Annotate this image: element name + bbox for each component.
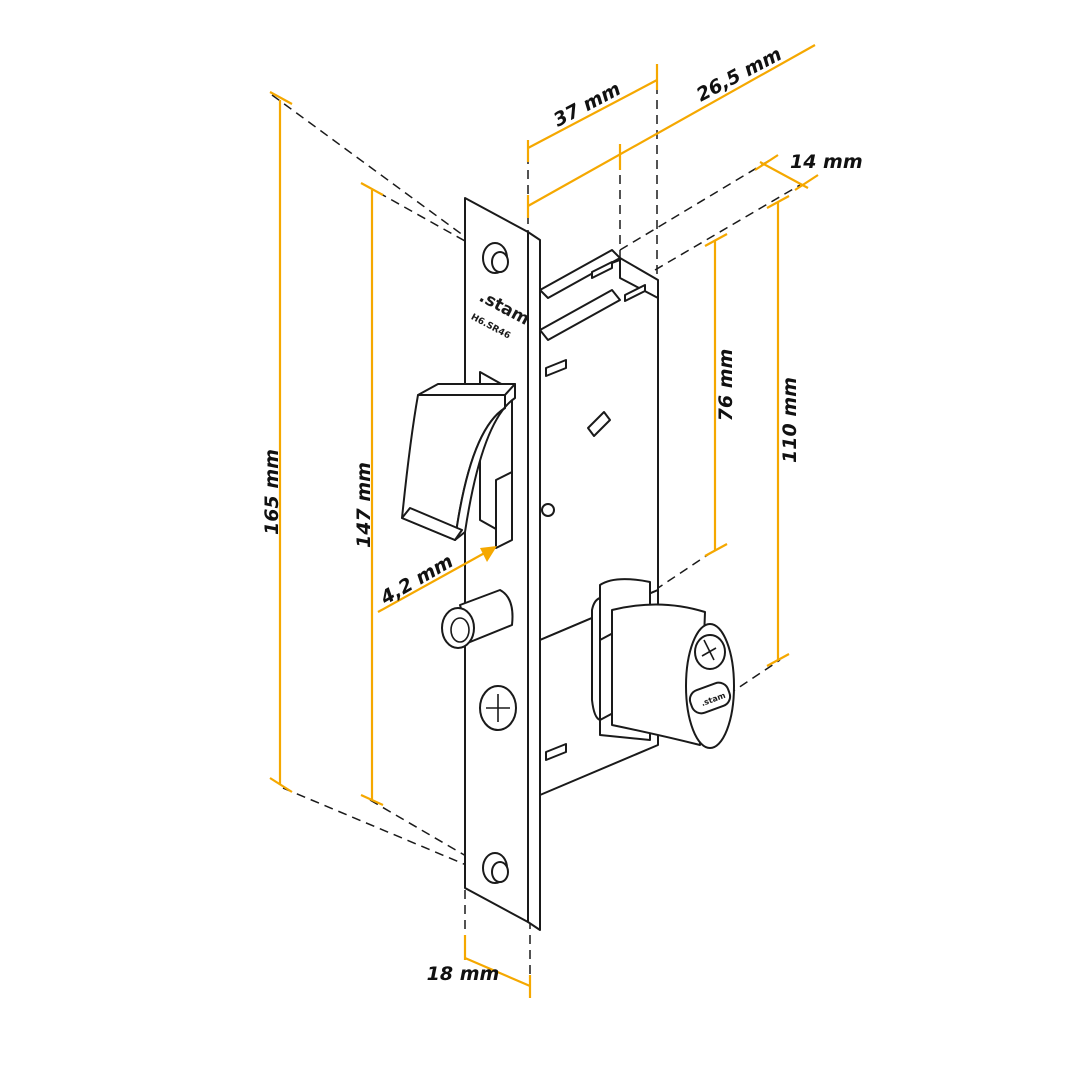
case-slot-4 <box>587 411 611 437</box>
fixing-screw <box>479 685 517 731</box>
case-pin <box>541 503 555 517</box>
case-side-flange <box>619 257 659 299</box>
faceplate: .stam H6.SR46 <box>464 197 541 931</box>
case-top-flange-2 <box>539 289 621 341</box>
case-slot-2 <box>624 284 646 302</box>
euro-cylinder: .stam <box>591 578 735 749</box>
screw-slot-icon <box>486 694 510 722</box>
hook-latch <box>401 383 516 549</box>
hook-latch-tip <box>401 507 463 541</box>
screw-hole-top-inner <box>491 251 509 273</box>
key-slot-icon <box>701 639 717 661</box>
screw-hole-bottom-inner <box>491 861 509 883</box>
case-slot-1 <box>591 261 613 279</box>
faceplate-edge <box>527 231 541 931</box>
dim-label-147: 147 mm <box>353 462 375 548</box>
latch-tongue <box>495 471 513 549</box>
aux-plunger <box>441 589 514 649</box>
case-slot-3 <box>545 359 567 377</box>
hook-latch-top <box>417 383 516 396</box>
dim-label-26-5: 26,5 mm <box>693 43 786 106</box>
dim-label-37: 37 mm <box>550 78 624 132</box>
dimension-lines <box>269 44 819 998</box>
cylinder-cam <box>591 597 601 721</box>
dim-label-76: 76 mm <box>715 349 737 422</box>
dim-label-165: 165 mm <box>261 449 283 535</box>
case-slot-5 <box>545 743 567 761</box>
hook-latch-side <box>454 383 516 541</box>
dim-label-4-2: 4,2 mm <box>376 550 457 609</box>
dim-label-14: 14 mm <box>790 151 863 173</box>
dim-label-110: 110 mm <box>779 377 801 463</box>
plunger-face-inner <box>450 617 470 643</box>
cylinder-badge <box>688 681 732 715</box>
cylinder-body <box>611 603 706 746</box>
dim-label-18: 18 mm <box>427 963 500 985</box>
